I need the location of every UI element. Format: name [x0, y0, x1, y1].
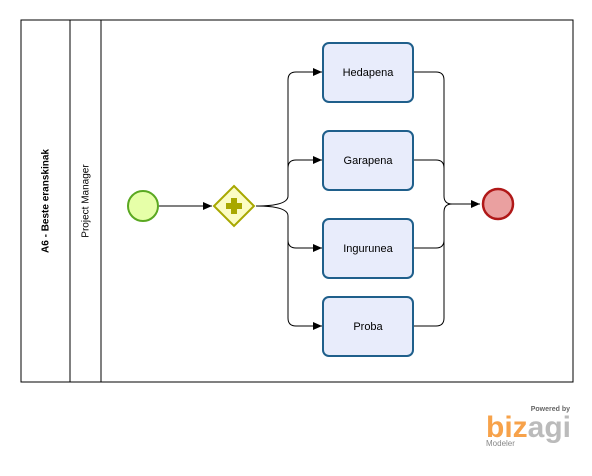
task-label: Garapena: [344, 155, 394, 167]
flow-proba-to-end: [414, 240, 445, 327]
end-event[interactable]: [481, 187, 515, 221]
task-label: Proba: [353, 321, 383, 333]
bizagi-logo: Powered by bizagi Modeler: [486, 406, 571, 448]
pool: A6 - Beste eranskinak Project Manager: [20, 19, 574, 383]
plus-icon: [226, 198, 242, 214]
powered-by-text: Powered by: [531, 406, 570, 413]
modeler-text: Modeler: [486, 439, 515, 448]
bizagi-wordmark: bizagi: [486, 411, 571, 444]
task-label: Ingurunea: [343, 243, 393, 255]
task-garapena[interactable]: Garapena: [322, 130, 414, 191]
start-event[interactable]: [127, 190, 159, 222]
parallel-gateway[interactable]: [212, 184, 256, 228]
flow-gateway-to-hedapena: [255, 68, 322, 207]
task-label: Hedapena: [343, 67, 395, 79]
task-ingurunea[interactable]: Ingurunea: [322, 218, 414, 279]
task-hedapena[interactable]: Hedapena: [322, 42, 414, 103]
flow-gateway-to-garapena: [287, 156, 322, 169]
flow-garapena-to-end: [414, 159, 445, 169]
flow-gateway-to-proba: [287, 240, 322, 330]
flow-hedapena-to-end: [414, 71, 480, 208]
task-proba[interactable]: Proba: [322, 296, 414, 357]
sequence-flows: [159, 68, 480, 330]
lane-title: Project Manager: [81, 164, 92, 238]
pool-title: A6 - Beste eranskinak: [41, 149, 52, 253]
